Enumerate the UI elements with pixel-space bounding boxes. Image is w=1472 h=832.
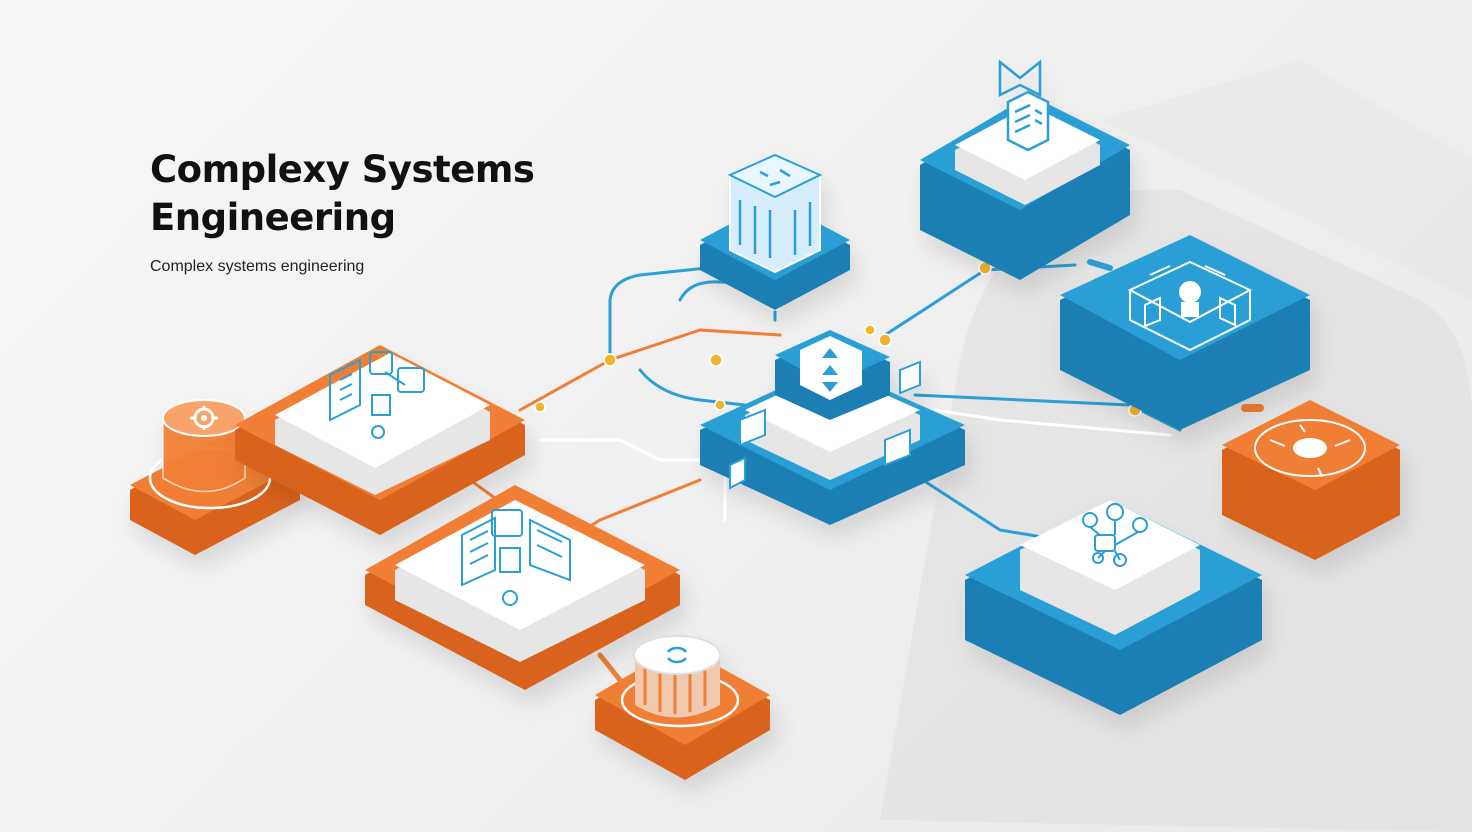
orange-tile-disc-node	[1222, 400, 1400, 560]
disc-hub-icon	[1254, 419, 1366, 477]
blue-tile-network-node	[1060, 235, 1310, 430]
orange-tile-servers-node	[365, 485, 680, 690]
central-hub-node	[700, 330, 965, 525]
blue-tile-cube-node	[700, 153, 850, 310]
sync-icon	[666, 646, 688, 664]
page-title-line-1: Complexy Systems	[150, 148, 535, 191]
gear-icon	[190, 406, 218, 430]
page-subtitle: Complex systems engineering	[150, 258, 365, 275]
orange-cylinder-small-node	[595, 635, 770, 780]
orange-tile-data-node	[235, 345, 525, 535]
arrows-stack-icon	[822, 348, 838, 392]
glass-cube-icon	[738, 168, 812, 258]
network-cluster-icon	[329, 351, 425, 439]
blue-tile-database-node	[920, 59, 1130, 280]
background-shadows	[880, 60, 1472, 832]
blue-tile-bottom-node	[965, 500, 1262, 715]
title-block: Complexy Systems Engineering Complex sys…	[150, 146, 535, 276]
network-nodes-icon	[1082, 503, 1148, 567]
server-rack-icon	[461, 509, 571, 606]
page-title-line-2: Engineering	[150, 196, 396, 239]
database-icon	[998, 59, 1050, 152]
screen-panel-icons	[729, 360, 921, 490]
component-grid-icon	[1127, 260, 1253, 352]
